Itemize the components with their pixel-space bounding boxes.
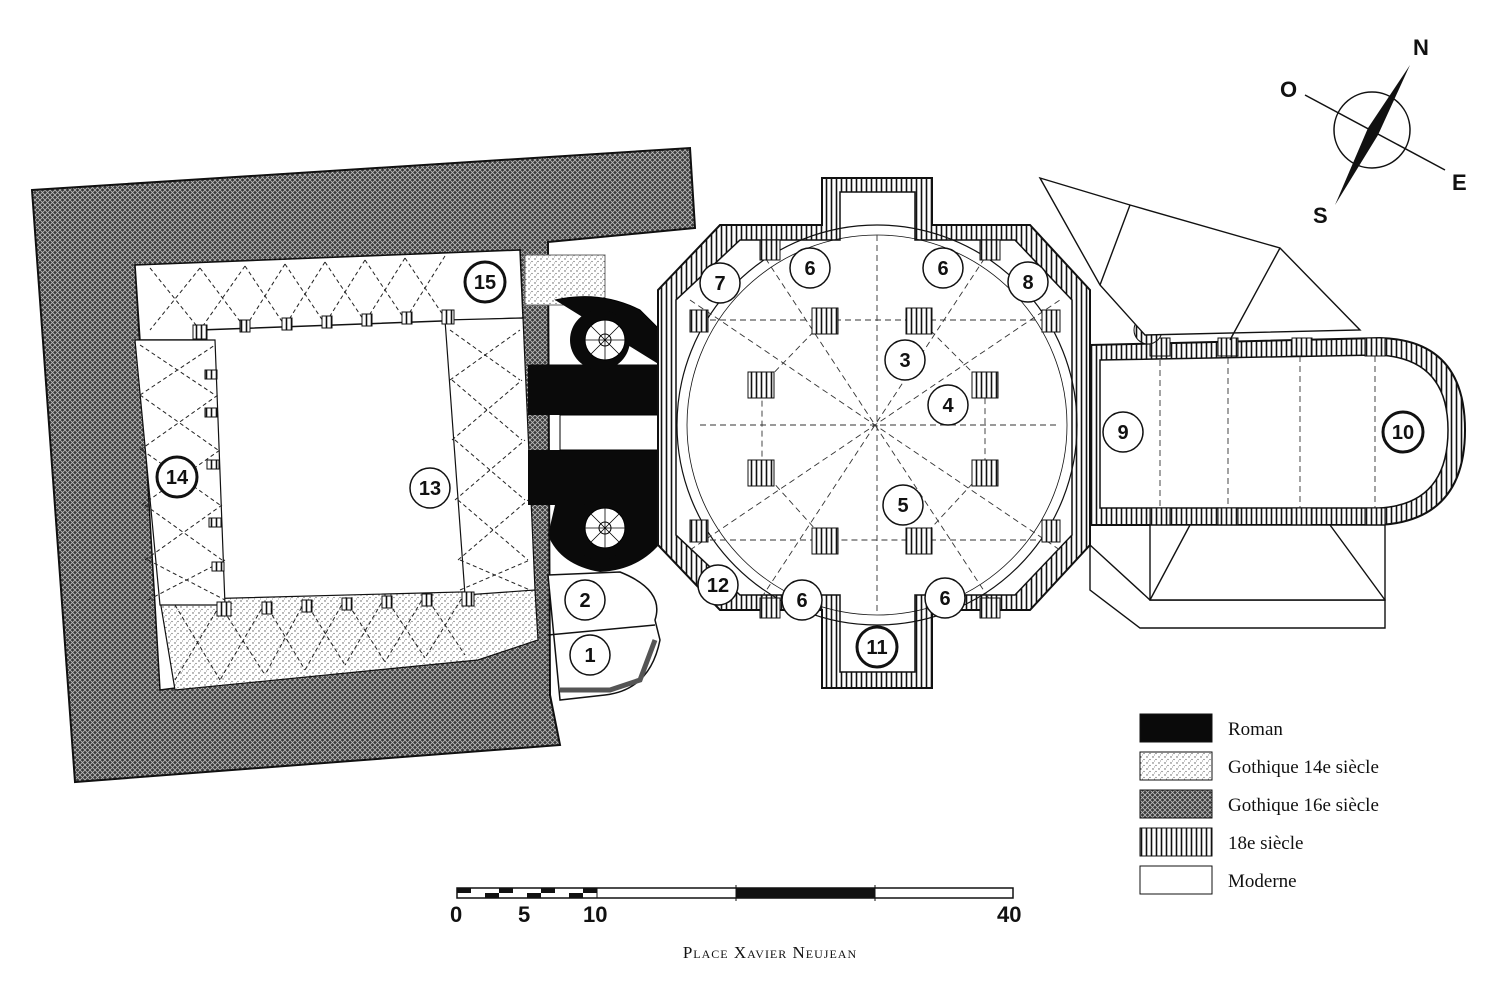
legend-item-gothic-14: Gothique 14e siècle [1139,751,1379,781]
room-number-1: 1 [584,645,595,667]
room-number-6: 6 [804,258,815,280]
compass-east: E [1452,170,1467,195]
room-number-6: 6 [937,258,948,280]
cloister-galleries [134,249,606,691]
room-number-12: 12 [707,575,729,597]
room-marker-circle [781,579,823,621]
room-marker-circle [697,564,739,606]
room-number-6: 6 [796,590,807,612]
room-number-15: 15 [474,272,496,294]
room-number-11: 11 [866,637,887,659]
legend-label-modern: Moderne [1228,871,1297,892]
scale-bar: 0 5 10 40 [450,885,1021,927]
room-number-8: 8 [1022,272,1033,294]
room-number-14: 14 [166,467,189,489]
room-number-4: 4 [942,395,954,417]
rotunda-18th [657,177,1091,689]
legend-label-roman: Roman [1228,719,1283,740]
room-marker-circle [855,625,899,669]
scale-label-5: 5 [518,902,530,927]
room-marker-circle [924,577,966,619]
room-marker-circle [564,579,606,621]
room-number-9: 9 [1117,422,1128,444]
legend-item-roman: Roman [1139,713,1283,743]
room-marker-circle [884,339,926,381]
room-number-7: 7 [714,273,725,295]
compass-north: N [1413,35,1429,60]
legend: Roman Gothique 14e siècle Gothique 16e s… [1139,713,1379,895]
compass-south: S [1313,203,1328,228]
scale-label-0: 0 [450,902,462,927]
room-marker-circle [699,262,741,304]
room-marker-circle [1007,261,1049,303]
room-number-13: 13 [419,478,441,500]
legend-label-18th: 18e siècle [1228,833,1303,854]
compass-rose: N O E S [1280,35,1467,228]
legend-label-gothic-14: Gothique 14e siècle [1228,757,1379,778]
compass-west: O [1280,77,1297,102]
scale-label-10: 10 [583,902,607,927]
room-marker-circle [927,384,969,426]
room-marker-circle [569,634,611,676]
room-marker-circle [463,260,507,304]
room-number-6: 6 [939,588,950,610]
room-marker-circle [789,247,831,289]
room-marker-circle [1381,410,1425,454]
legend-item-gothic-16: Gothique 16e siècle [1139,789,1379,819]
modern-additions [1038,176,1386,629]
room-marker-circle [922,247,964,289]
room-number-3: 3 [899,350,910,372]
room-number-2: 2 [579,590,590,612]
scale-label-40: 40 [997,902,1021,927]
room-marker-circle [882,484,924,526]
legend-item-modern: Moderne [1139,865,1297,895]
legend-label-gothic-16: Gothique 16e siècle [1228,795,1379,816]
romanesque-westwork [528,296,663,572]
porch-rooms [547,571,661,701]
room-marker-circle [1102,411,1144,453]
room-marker-circle [409,467,451,509]
room-number-10: 10 [1392,422,1414,444]
room-number-5: 5 [897,495,908,517]
legend-item-18th: 18e siècle [1139,827,1303,857]
room-marker-circle [155,455,199,499]
place-name: Place Xavier Neujean [683,943,857,962]
cloister-piers [192,309,475,617]
